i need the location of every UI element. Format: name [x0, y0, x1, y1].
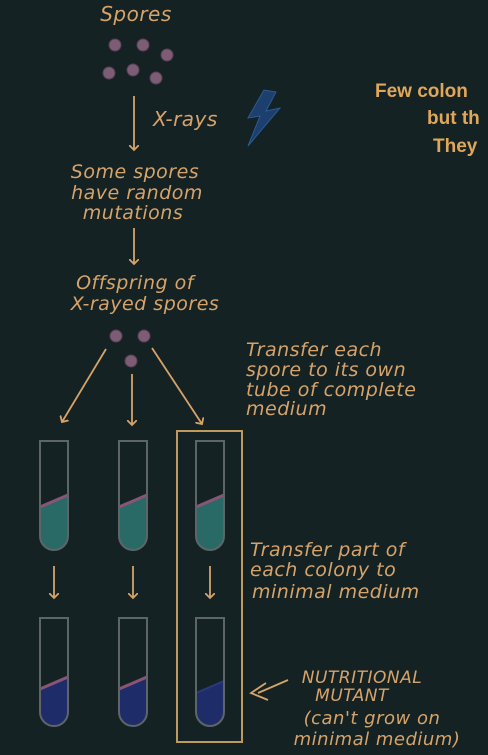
mutations-text: Some spores have random mutations — [71, 161, 203, 224]
lightning-bolt-icon — [247, 89, 282, 147]
mutant-line-2: MUTANT — [315, 686, 390, 706]
test-tube — [195, 617, 225, 727]
mutations-line-3: mutations — [83, 202, 183, 224]
cut-text-line-2: but th — [427, 108, 480, 129]
transfer-part-line-2: each colony to — [250, 559, 396, 581]
spore — [149, 71, 163, 85]
transfer-part-line-3: minimal medium — [252, 581, 420, 603]
test-tube — [195, 440, 225, 551]
spore — [126, 63, 140, 77]
arrow-split-left — [62, 348, 107, 422]
transfer-each-line-4: medium — [246, 398, 327, 420]
spore — [137, 329, 151, 343]
xrays-label: X-rays — [152, 107, 218, 131]
offspring-text: Offspring of X-rayed spores — [70, 272, 220, 315]
spore — [124, 354, 138, 368]
spore — [160, 48, 174, 62]
mutant-line-4: minimal medium) — [294, 729, 461, 750]
offspring-line-1: Offspring of — [76, 272, 197, 294]
transfer-each-line-1: Transfer each — [246, 339, 382, 361]
cut-off-text: Few colon but th They — [375, 81, 480, 157]
test-tube — [118, 440, 148, 551]
transfer-part-text: Transfer part of each colony to minimal … — [250, 539, 420, 603]
spore-cluster — [102, 38, 174, 85]
test-tube — [39, 440, 69, 551]
mutant-line-3: (can't grow on — [304, 708, 441, 729]
spore — [136, 38, 150, 52]
cut-text-line-3: They — [433, 136, 478, 157]
mutant-highlight-box — [176, 430, 243, 743]
spore — [108, 38, 122, 52]
test-tube — [39, 617, 69, 727]
minimal-medium-tubes — [39, 617, 225, 727]
test-tube — [118, 617, 148, 727]
mutant-text: NUTRITIONAL MUTANT (can't grow on minima… — [294, 668, 461, 750]
spore — [102, 66, 116, 80]
arrow-split-right — [151, 347, 202, 424]
mutant-line-1: NUTRITIONAL — [302, 668, 422, 688]
transfer-each-line-3: tube of complete — [246, 379, 416, 401]
offspring-line-2: X-rayed spores — [70, 293, 220, 315]
cut-text-line-1: Few colon — [375, 81, 468, 102]
arrow-to-mutant — [249, 679, 289, 701]
spores-label: Spores — [100, 2, 172, 26]
complete-medium-tubes — [39, 440, 225, 551]
transfer-each-line-2: spore to its own — [246, 359, 406, 381]
spore — [109, 329, 123, 343]
transfer-each-text: Transfer each spore to its own tube of c… — [246, 339, 416, 420]
mutations-line-1: Some spores — [71, 161, 199, 183]
offspring-spores — [109, 329, 151, 368]
mutations-line-2: have random — [71, 182, 203, 204]
transfer-part-line-1: Transfer part of — [250, 539, 408, 561]
